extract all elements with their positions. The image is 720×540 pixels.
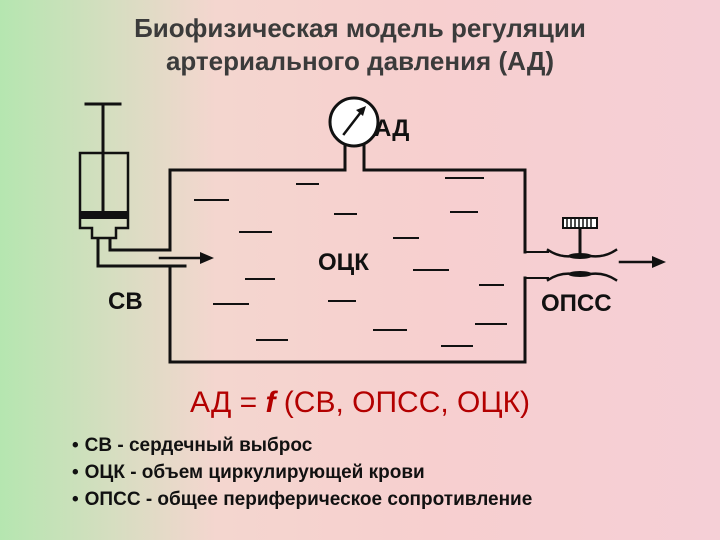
formula-function: f bbox=[265, 386, 276, 419]
formula-args: (СВ, ОПСС, ОЦК) bbox=[275, 386, 531, 419]
formula-lhs: АД = bbox=[189, 386, 266, 419]
list-item: •ОПСС - общее периферическое сопротивлен… bbox=[72, 489, 533, 510]
bullet-icon: • bbox=[72, 435, 79, 456]
outflow-valve bbox=[524, 217, 666, 282]
pump-syringe bbox=[78, 102, 187, 268]
title-line-1: Биофизическая модель регуляции bbox=[134, 13, 586, 43]
bullet-icon: • bbox=[72, 489, 79, 510]
list-item: •ОЦК - объем циркулирующей крови bbox=[72, 462, 425, 483]
resistance-label: ОПСС bbox=[541, 290, 612, 317]
pressure-gauge-icon bbox=[328, 96, 380, 162]
inflow-arrow bbox=[158, 252, 214, 264]
bullet-icon: • bbox=[72, 462, 79, 483]
definitions-list: •СВ - сердечный выброс •ОЦК - объем цирк… bbox=[72, 432, 532, 513]
gauge-label: АД bbox=[374, 115, 409, 142]
volume-label: ОЦК bbox=[318, 249, 369, 276]
fluid-dashes bbox=[194, 177, 507, 347]
inflow-label: СВ bbox=[108, 288, 143, 315]
page-title: Биофизическая модель регуляции артериаль… bbox=[0, 12, 720, 78]
list-item: •СВ - сердечный выброс bbox=[72, 435, 313, 456]
formula: АД = f (СВ, ОПСС, ОЦК) bbox=[0, 386, 720, 420]
vessel bbox=[168, 158, 527, 364]
title-line-2: артериального давления (АД) bbox=[165, 46, 555, 76]
